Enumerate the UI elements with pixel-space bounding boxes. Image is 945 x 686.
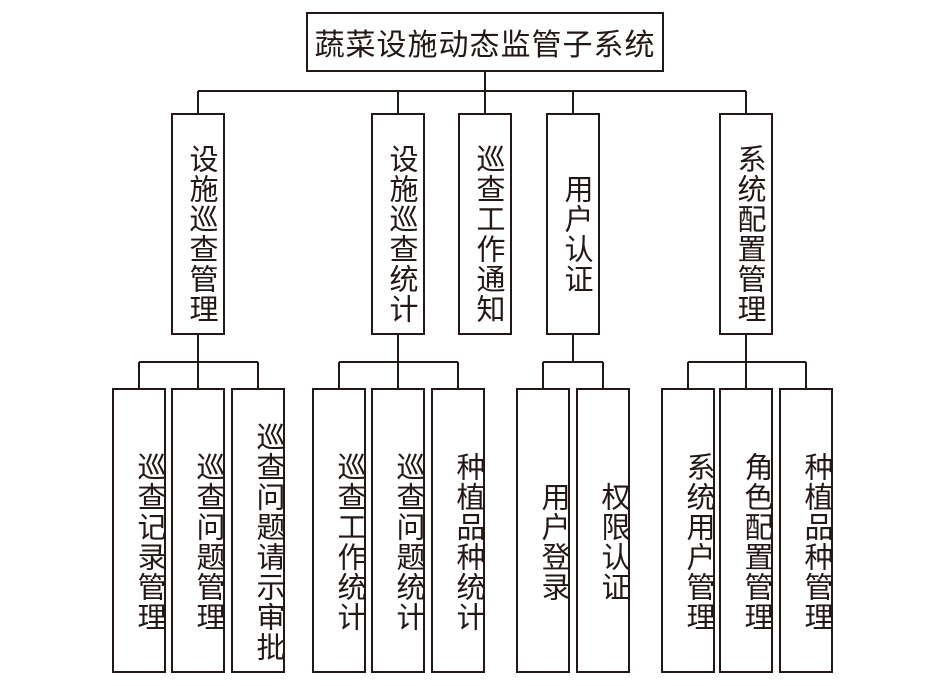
child-node-inspection-issue-statistics: 巡查问题统计: [371, 388, 426, 673]
module-node-user-authentication: 用户认证: [546, 113, 600, 335]
child-node-inspection-record-management: 巡查记录管理: [112, 388, 167, 673]
module-node-label: 巡查工作通知: [472, 144, 506, 324]
root-node-label: 蔬菜设施动态监管子系统: [314, 28, 656, 63]
module-node-system-configuration: 系统配置管理: [719, 113, 773, 335]
module-node-label: 用户认证: [560, 174, 594, 294]
child-node-inspection-issue-management: 巡查问题管理: [171, 388, 226, 673]
child-node-crop-variety-statistics: 种植品种统计: [431, 388, 486, 673]
child-node-label: 权限认证: [597, 481, 631, 602]
child-node-inspection-work-statistics: 巡查工作统计: [312, 388, 367, 673]
child-node-label: 巡查问题统计: [392, 451, 426, 632]
root-node: 蔬菜设施动态监管子系统: [306, 12, 664, 72]
module-node-inspection-notice: 巡查工作通知: [458, 113, 512, 335]
child-node-system-user-management: 系统用户管理: [661, 388, 716, 673]
child-node-label: 种植品种管理: [800, 451, 834, 632]
module-node-facility-inspection-management: 设施巡查管理: [171, 113, 225, 335]
module-node-label: 设施巡查统计: [385, 144, 419, 324]
child-node-label: 巡查问题请示审批: [252, 421, 286, 662]
child-node-permission-authentication: 权限认证: [576, 388, 631, 673]
child-node-issue-approval: 巡查问题请示审批: [231, 388, 286, 673]
module-node-label: 系统配置管理: [733, 144, 767, 324]
child-node-crop-variety-management: 种植品种管理: [779, 388, 834, 673]
child-node-label: 系统用户管理: [682, 451, 716, 632]
child-node-label: 角色配置管理: [740, 451, 774, 632]
child-node-label: 巡查问题管理: [192, 451, 226, 632]
child-node-user-login: 用户登录: [516, 388, 571, 673]
child-node-label: 巡查记录管理: [133, 451, 167, 632]
child-node-label: 巡查工作统计: [333, 451, 367, 632]
module-node-label: 设施巡查管理: [185, 144, 219, 324]
module-node-facility-inspection-statistics: 设施巡查统计: [371, 113, 425, 335]
child-node-label: 种植品种统计: [452, 451, 486, 632]
child-node-label: 用户登录: [537, 481, 571, 602]
child-node-role-configuration-management: 角色配置管理: [719, 388, 774, 673]
